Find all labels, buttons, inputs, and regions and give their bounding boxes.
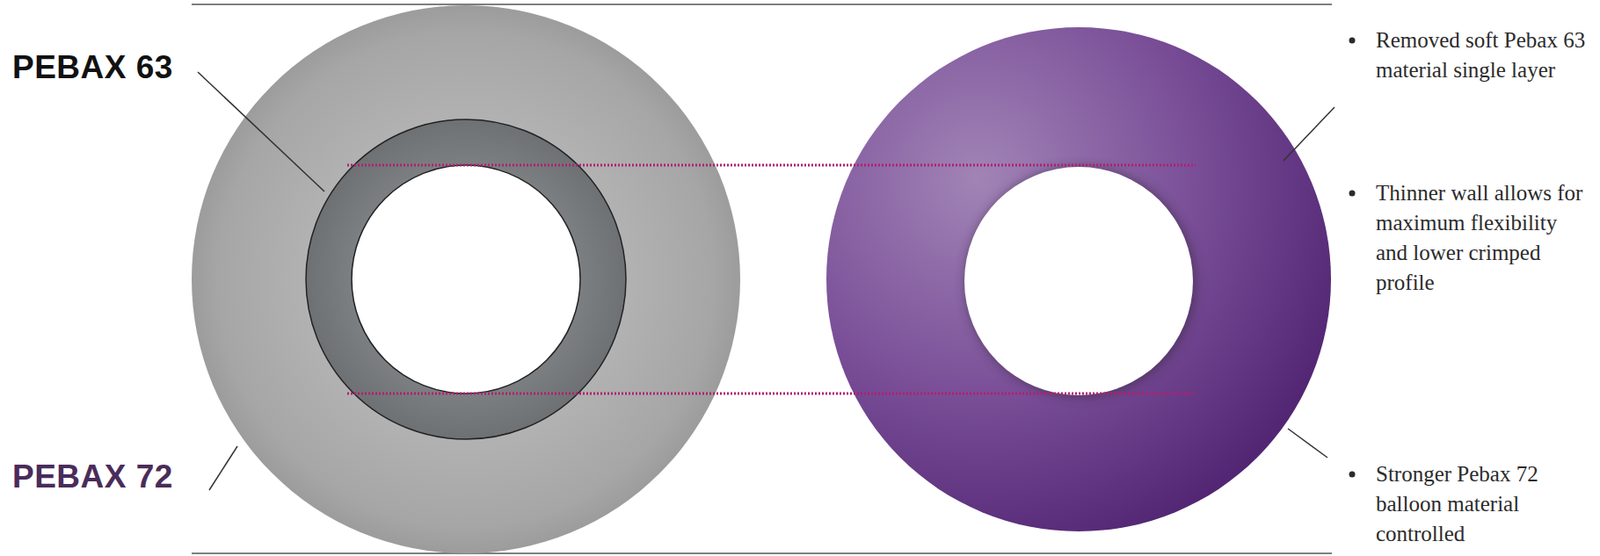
guide-line xyxy=(347,392,1196,396)
bullet xyxy=(1349,472,1356,479)
guide-line xyxy=(347,164,1196,168)
top-rule xyxy=(191,3,1332,6)
bullet-note: Stronger Pebax 72 balloon material contr… xyxy=(1375,459,1594,550)
leader-line xyxy=(1287,429,1328,459)
bottom-rule xyxy=(191,552,1332,555)
part-label: PEBAX 63 xyxy=(12,49,174,87)
bullet xyxy=(1349,190,1356,197)
bullet xyxy=(1349,37,1356,44)
bullet-note: Thinner wall allows for maximum flexibil… xyxy=(1375,178,1594,299)
leader-line xyxy=(209,446,238,491)
outer-layer xyxy=(191,5,741,554)
lumen xyxy=(351,165,581,394)
lumen xyxy=(964,167,1193,396)
inner-layer xyxy=(305,119,626,440)
single-layer xyxy=(826,27,1331,532)
leader-line xyxy=(1283,107,1335,161)
lumen-shadow xyxy=(964,166,1197,399)
part-label: PEBAX 72 xyxy=(12,458,174,496)
bullet-note: Removed soft Pebax 63 material single la… xyxy=(1375,25,1594,86)
leader-line xyxy=(197,72,325,192)
